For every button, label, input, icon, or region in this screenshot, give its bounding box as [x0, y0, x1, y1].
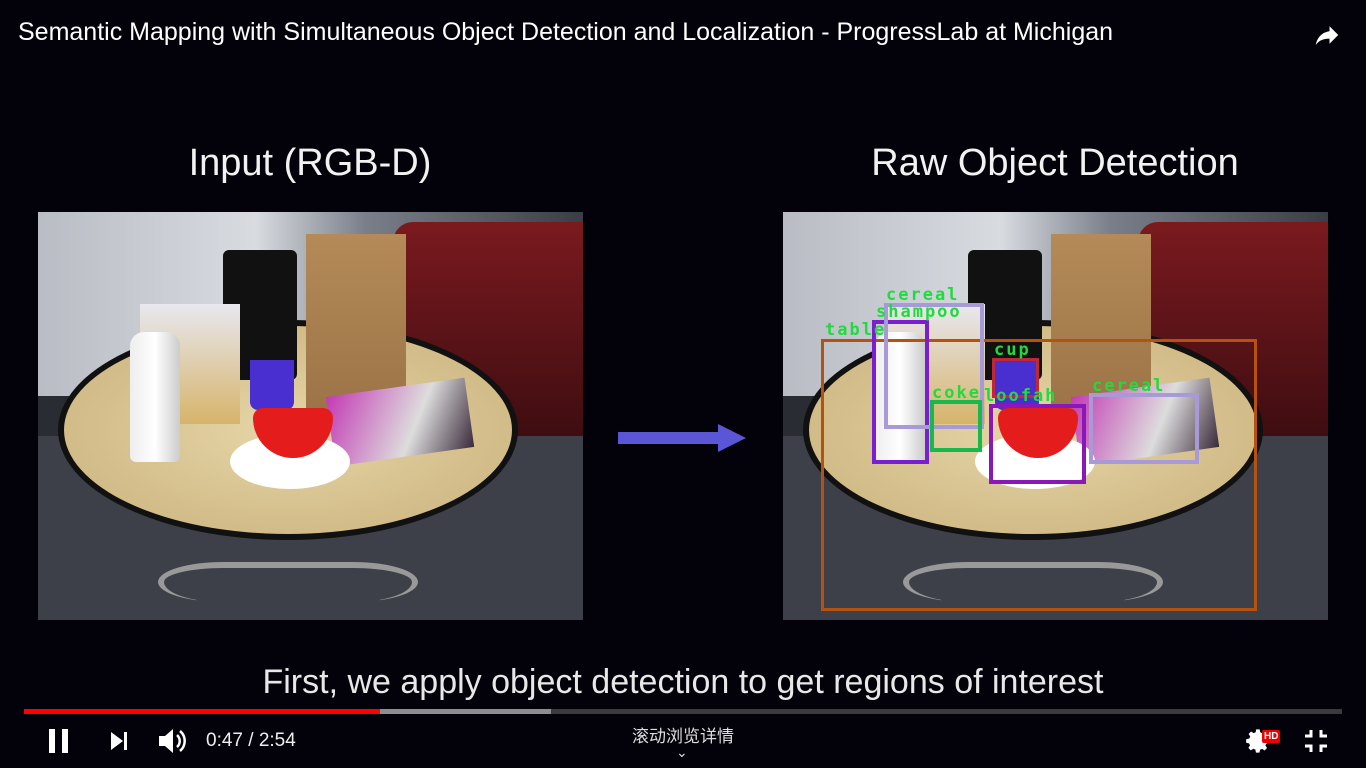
bbox-cup [992, 358, 1039, 398]
next-icon[interactable] [108, 726, 132, 756]
scroll-hint[interactable]: 滚动浏览详情 [632, 727, 734, 746]
bbox-table [821, 339, 1257, 611]
chevron-down-icon[interactable]: ⌄ [676, 744, 688, 760]
arrow-icon [618, 424, 746, 452]
label-table: table [825, 320, 887, 340]
input-rgbd-image [38, 212, 583, 620]
right-heading: Raw Object Detection [871, 142, 1239, 184]
bbox-shampoo [872, 320, 929, 464]
bbox-cereal [884, 303, 984, 429]
exit-fullscreen-icon[interactable] [1302, 726, 1330, 756]
progress-bar[interactable] [24, 709, 1342, 714]
hd-badge: HD [1262, 730, 1281, 743]
label-cup: cup [994, 340, 1031, 360]
volume-icon[interactable] [156, 726, 188, 756]
pause-icon[interactable] [46, 726, 72, 756]
label-loofah: loofah [984, 386, 1058, 406]
label-cereal-2: cereal [1092, 376, 1166, 396]
played-bar [24, 709, 380, 714]
share-icon[interactable] [1310, 20, 1344, 50]
label-cereal: cereal [886, 285, 960, 305]
left-heading: Input (RGB-D) [188, 142, 432, 184]
detection-image [783, 212, 1328, 620]
time-display: 0:47 / 2:54 [206, 730, 296, 751]
label-coke: coke [932, 383, 981, 403]
bbox-loofah [989, 404, 1086, 484]
video-title[interactable]: Semantic Mapping with Simultaneous Objec… [18, 18, 1114, 46]
bbox-cereal-2 [1089, 393, 1199, 464]
bbox-coke [930, 400, 982, 452]
label-shampoo: shampoo [876, 302, 962, 322]
slide-caption: First, we apply object detection to get … [262, 663, 1104, 701]
